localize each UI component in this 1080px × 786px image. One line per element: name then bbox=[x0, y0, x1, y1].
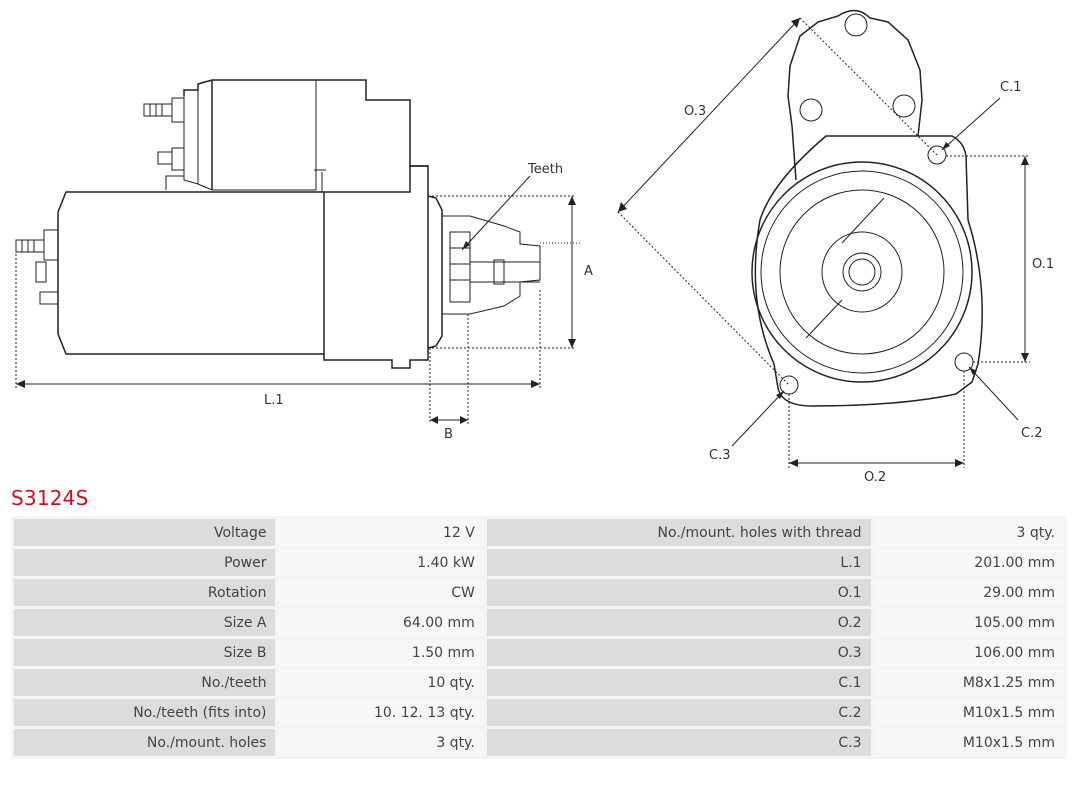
spec-label: C.1 bbox=[486, 669, 871, 696]
spec-value: 10. 12. 13 qty. bbox=[278, 699, 484, 726]
spec-label: L.1 bbox=[486, 549, 871, 576]
product-code-title: S3124S bbox=[11, 486, 89, 510]
spec-label: Size B bbox=[14, 639, 276, 666]
front-view: O.3 O.1 O.2 C.1 C.2 C.3 bbox=[617, 9, 1054, 485]
dim-o2-label: O.2 bbox=[864, 470, 886, 485]
spec-label: No./mount. holes bbox=[14, 729, 276, 756]
spec-label: Size A bbox=[14, 609, 276, 636]
spec-value: 106.00 mm bbox=[873, 639, 1064, 666]
side-view: Teeth A L.1 B bbox=[15, 79, 593, 442]
spec-value: 12 V bbox=[278, 519, 484, 546]
c2-label: C.2 bbox=[1021, 426, 1042, 441]
spec-value: 105.00 mm bbox=[873, 609, 1064, 636]
spec-label: Rotation bbox=[14, 579, 276, 606]
c1-label: C.1 bbox=[1000, 80, 1021, 95]
dim-b-label: B bbox=[444, 427, 453, 442]
spec-value: CW bbox=[278, 579, 484, 606]
spec-value: 10 qty. bbox=[278, 669, 484, 696]
spec-label: Power bbox=[14, 549, 276, 576]
spec-value: 3 qty. bbox=[278, 729, 484, 756]
spec-value: M10x1.5 mm bbox=[873, 699, 1064, 726]
c3-label: C.3 bbox=[709, 448, 730, 463]
spec-value: 1.50 mm bbox=[278, 639, 484, 666]
spec-label: No./teeth (fits into) bbox=[14, 699, 276, 726]
spec-label: O.2 bbox=[486, 609, 871, 636]
spec-label: Voltage bbox=[14, 519, 276, 546]
technical-drawing: Teeth A L.1 B bbox=[15, 9, 1054, 485]
dim-o3-label: O.3 bbox=[684, 104, 706, 119]
dim-o1-label: O.1 bbox=[1032, 257, 1054, 272]
spec-value: 3 qty. bbox=[873, 519, 1064, 546]
spec-value: 1.40 kW bbox=[278, 549, 484, 576]
spec-label: O.3 bbox=[486, 639, 871, 666]
spec-value: 201.00 mm bbox=[873, 549, 1064, 576]
spec-label: O.1 bbox=[486, 579, 871, 606]
spec-label: C.3 bbox=[486, 729, 871, 756]
spec-value: 29.00 mm bbox=[873, 579, 1064, 606]
teeth-label: Teeth bbox=[527, 162, 563, 177]
spec-value: M10x1.5 mm bbox=[873, 729, 1064, 756]
spec-value: M8x1.25 mm bbox=[873, 669, 1064, 696]
dim-a-label: A bbox=[584, 264, 593, 279]
spec-label: C.2 bbox=[486, 699, 871, 726]
spec-label: No./mount. holes with thread bbox=[486, 519, 871, 546]
spec-value: 64.00 mm bbox=[278, 609, 484, 636]
dim-l1-label: L.1 bbox=[264, 393, 284, 408]
spec-label: No./teeth bbox=[14, 669, 276, 696]
